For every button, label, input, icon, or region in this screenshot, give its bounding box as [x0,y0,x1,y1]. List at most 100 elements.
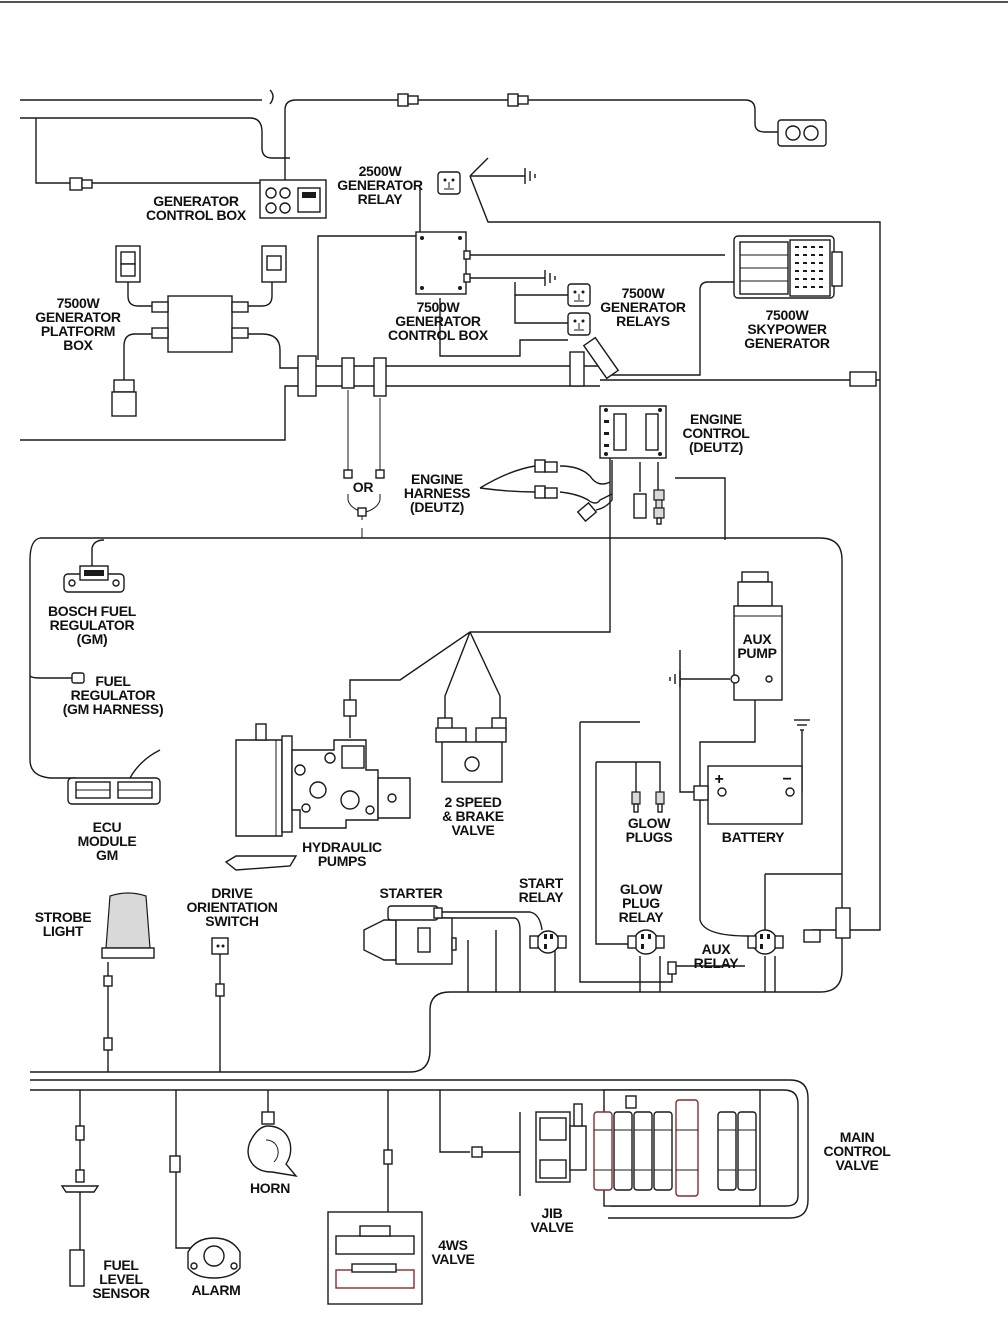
ws-valve-icon [327,1149,423,1305]
skypower-generator-icon [733,235,843,299]
generator-7500-control-box-icon [415,231,471,295]
inline-connector [71,672,85,684]
label-line: RELAY [694,955,740,971]
harness-connector-icon [576,501,598,523]
label-line: START [519,875,564,891]
label-line: DRIVE [211,885,252,901]
horn-icon [247,1111,298,1178]
relay-icon [437,171,461,195]
receptacle-icon [777,119,827,147]
generator-control-box-icon [259,179,327,219]
label-line: GM [96,847,118,863]
label-line: 7500W [622,285,666,301]
label-line: ALARM [191,1282,240,1298]
label-line: GENERATOR [395,313,481,329]
label-line: REGULATOR [50,617,135,633]
label-line: VALVE [835,1157,878,1173]
label-line: VALVE [451,822,494,838]
wiring [20,89,881,1249]
inline-connector [69,177,93,191]
label-line: GLOW [620,881,663,897]
label-line: GENERATOR [35,309,121,325]
bosch-fuel-regulator-icon [63,565,125,593]
label-line: PLUGS [626,829,673,845]
label-line: BATTERY [722,829,785,845]
label-line: PLUG [622,895,660,911]
label-line: RELAY [358,191,404,207]
label-line: PUMPS [318,853,366,869]
label-line: RELAY [619,909,665,925]
label-line: REGULATOR [71,687,156,703]
battery-positive-label: + [714,771,723,788]
ground-icon [794,719,810,731]
conduit-clamp [373,357,387,397]
label-line: LIGHT [43,923,84,939]
label-line: (DEUTZ) [410,499,464,515]
glow-plug-icon [655,791,665,813]
label-line: ECU [93,819,122,835]
sensor-icon [633,493,647,519]
engine-control-module-icon [599,405,667,459]
inline-connector [343,469,385,517]
inline-connector [667,961,677,975]
ground-icon [524,168,536,184]
battery-icon: + − [707,765,803,825]
label-line: ENGINE [690,411,742,427]
fuel-level-sensor-icon [60,1125,100,1287]
inline-connector [803,907,851,943]
label-line: (DEUTZ) [689,439,743,455]
label-line: JIB [542,1205,563,1221]
label-line: MODULE [78,833,137,849]
label-line: HYDRAULIC [302,839,382,855]
label-line: OR [353,479,374,495]
label-line: CONTROL [823,1143,891,1159]
platform-box-icon [151,295,249,353]
label-line: BOX [63,337,93,353]
label-line: GENERATOR [600,299,686,315]
main-control-valve-icon [593,1089,761,1207]
glow-plug-icon [631,791,641,813]
alarm-icon [169,1155,241,1279]
label-line: PUMP [737,645,776,661]
conduit-clamp [297,355,317,397]
label-line: STARTER [380,885,443,901]
label-line: 7500W [766,307,810,323]
label-line: GENERATOR [337,177,423,193]
label-line: 4WS [438,1237,467,1253]
label-line: RELAYS [616,313,670,329]
relay-icon [567,312,591,336]
label-line: GENERATOR [744,335,830,351]
conduit-clamp [582,336,620,380]
harness-connector-icon [534,459,558,499]
label-line: STROBE [35,909,92,925]
battery-negative-label: − [782,771,791,788]
battery-label: BATTERY [722,829,785,845]
label-line: RELAY [519,889,565,905]
starter-icon [363,905,457,965]
label-line: FUEL [103,1257,139,1273]
two-speed-brake-valve-icon [435,717,507,783]
ground-icon [669,671,681,687]
label-line: 2 SPEED [444,794,501,810]
label-line: & BRAKE [442,808,504,824]
platform-switch-icon [261,245,287,283]
label-line: CONTROL BOX [388,327,489,343]
